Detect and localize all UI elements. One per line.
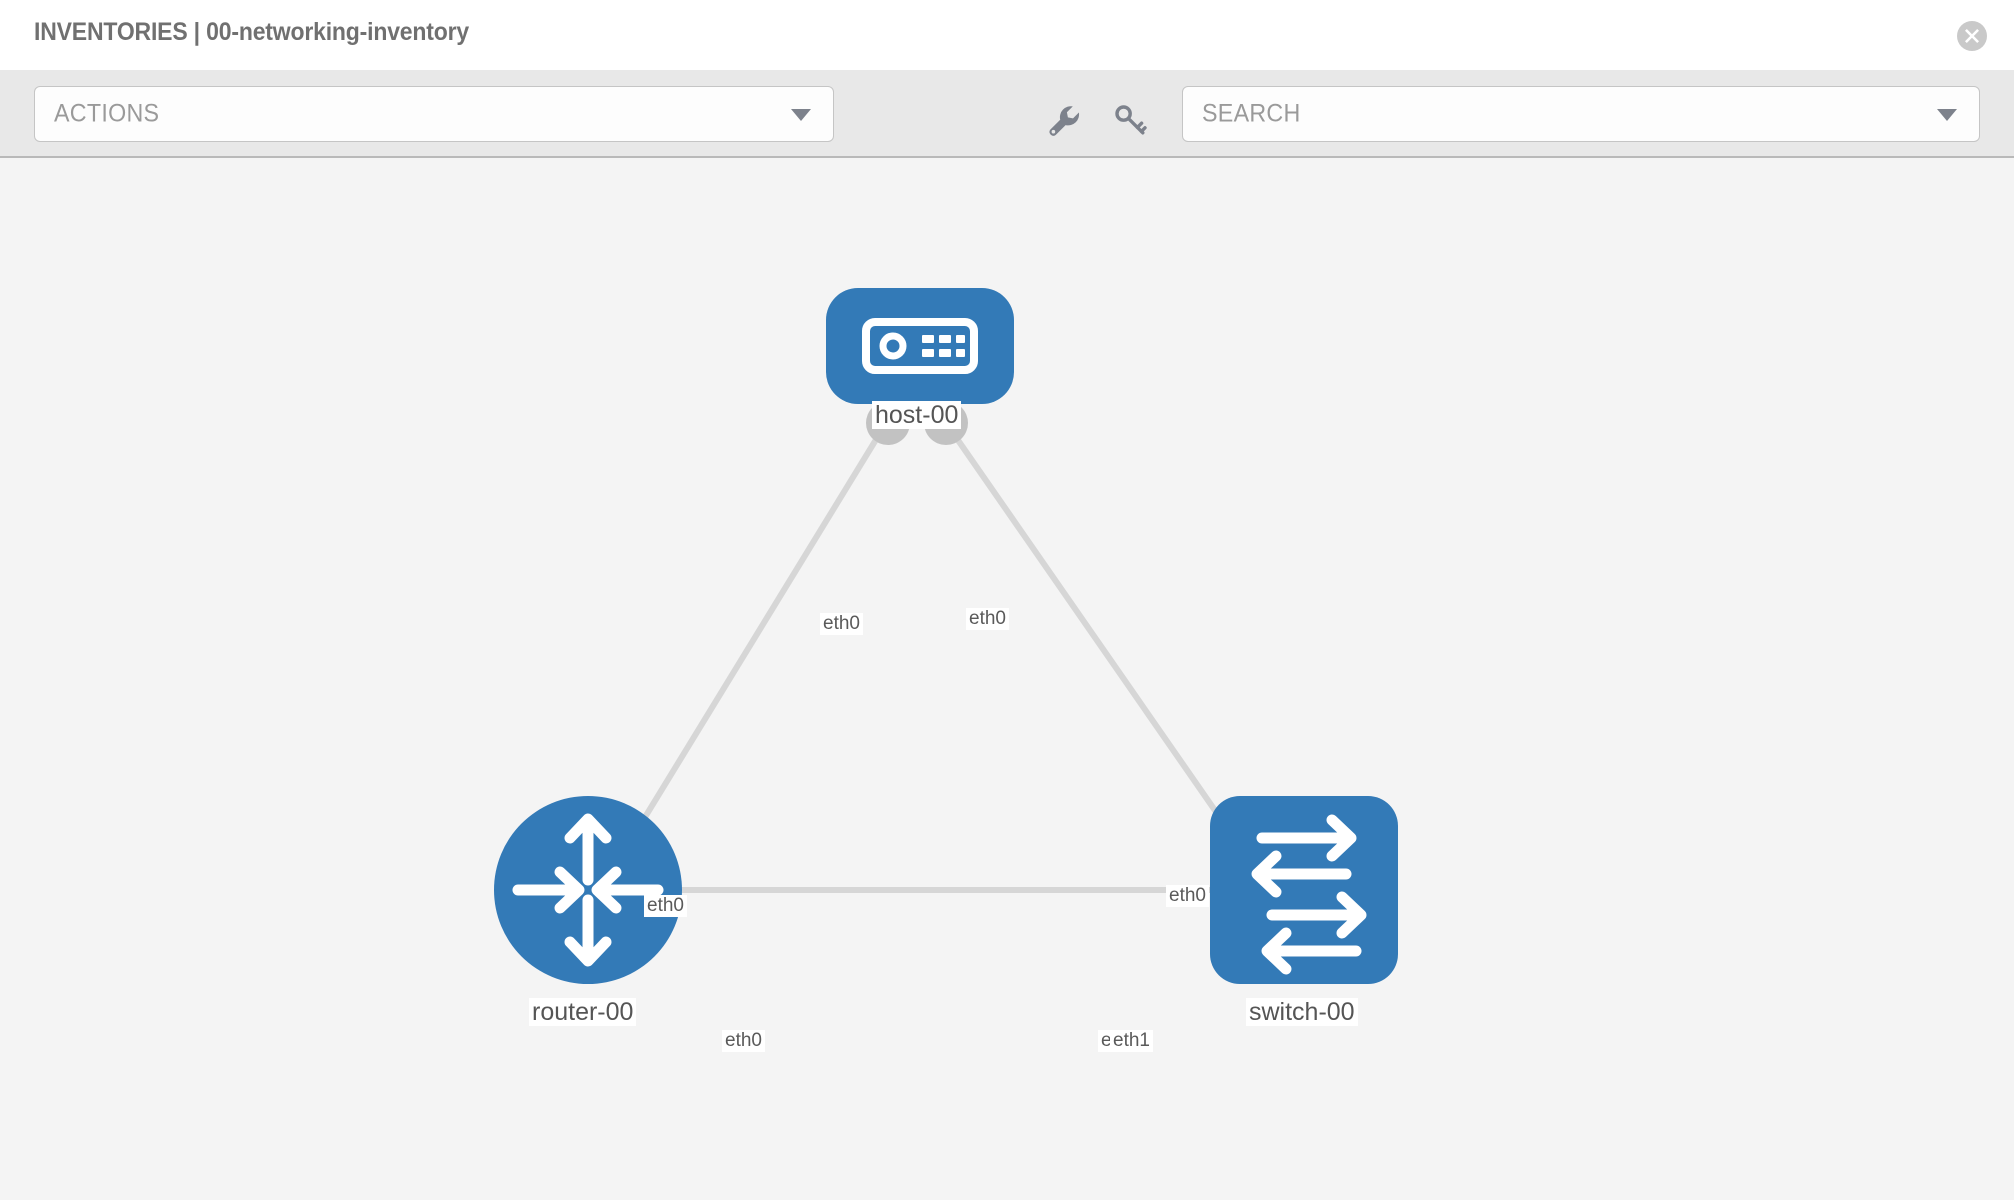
interface-label-switch-eth0-uplink: eth0 <box>1166 885 1209 907</box>
actions-dropdown[interactable]: ACTIONS <box>34 86 834 142</box>
node-label-switch-00: switch-00 <box>1246 998 1358 1027</box>
toolbar: ACTIONS SEARCH <box>0 70 2014 158</box>
topology-graph <box>494 288 1398 984</box>
breadcrumb: INVENTORIES | 00-networking-inventory <box>34 18 470 46</box>
interface-label-router-eth0-trunk: eth0 <box>722 1030 765 1052</box>
node-switch-00[interactable] <box>1210 796 1398 984</box>
key-icon[interactable] <box>1110 100 1150 140</box>
wrench-icon[interactable] <box>1043 100 1083 140</box>
interface-label-router-eth0-uplink: eth0 <box>644 895 687 917</box>
page-header: INVENTORIES | 00-networking-inventory <box>0 0 2014 70</box>
topology-canvas[interactable]: host-00 router-00 switch-00 eth0 eth0 et… <box>0 158 2014 1200</box>
link-router-host <box>617 418 891 860</box>
node-label-router-00: router-00 <box>529 998 637 1027</box>
link-host-switch <box>941 418 1251 860</box>
topology-links <box>617 418 1251 893</box>
interface-label-host-eth0-left: eth0 <box>820 613 863 635</box>
interface-label-switch-eth1-trunk: eth1 <box>1110 1030 1153 1052</box>
close-icon[interactable] <box>1957 21 1987 51</box>
topology-connectors <box>630 401 1267 910</box>
search-placeholder: SEARCH <box>1202 99 1301 128</box>
chevron-down-icon <box>791 109 811 121</box>
chevron-down-icon <box>1937 109 1957 121</box>
search-input[interactable]: SEARCH <box>1182 86 1980 142</box>
actions-dropdown-label: ACTIONS <box>54 99 160 128</box>
node-label-host-00: host-00 <box>872 401 962 430</box>
node-router-00[interactable] <box>494 796 682 984</box>
node-host-00[interactable] <box>826 288 1014 404</box>
interface-label-host-eth0-right: eth0 <box>966 608 1009 630</box>
